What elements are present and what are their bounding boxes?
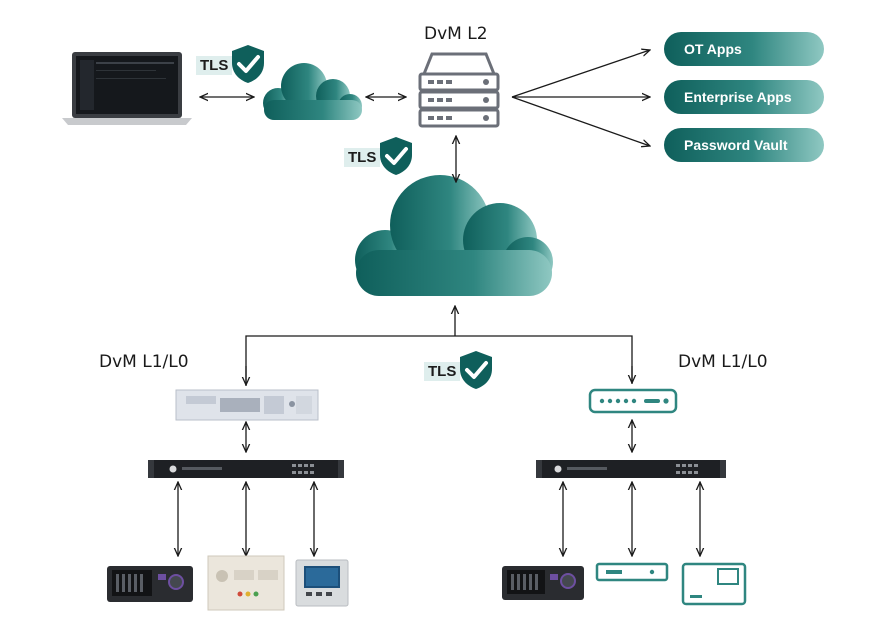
ethernet-switch-left	[148, 460, 344, 478]
edge-gateway-left	[175, 389, 319, 421]
edge-label-left: DvM L1/L0	[99, 352, 189, 372]
cloud-icon-small	[263, 63, 362, 120]
shield-check-icon	[232, 45, 264, 83]
tls-label: TLS	[424, 362, 461, 381]
tls-badge-1: TLS	[196, 44, 270, 88]
tls-badge-2: TLS	[344, 136, 418, 180]
app-pill-password-vault: Password Vault	[664, 128, 824, 162]
server-label: DvM L2	[424, 24, 488, 44]
tls-label: TLS	[196, 56, 233, 75]
bus-line	[245, 335, 633, 386]
protection-relay-3	[295, 559, 349, 607]
protection-relay-1	[107, 566, 193, 602]
app-pill-enterprise: Enterprise Apps	[664, 80, 824, 114]
rack-device-icon	[595, 562, 669, 582]
protection-relay-4	[502, 566, 584, 600]
edge-gateway-right	[588, 388, 678, 414]
tls-label: TLS	[344, 148, 381, 167]
display-panel-icon	[681, 562, 747, 606]
shield-check-icon	[460, 351, 492, 389]
link-server-ot	[511, 50, 650, 98]
shield-check-icon	[380, 137, 412, 175]
link-server-vault	[511, 96, 650, 146]
ethernet-switch-right	[536, 460, 726, 478]
app-pill-ot: OT Apps	[664, 32, 824, 66]
tls-badge-3: TLS	[424, 350, 498, 394]
cloud-icon-large	[355, 175, 553, 296]
laptop-icon	[62, 52, 192, 125]
protection-relay-2	[207, 555, 285, 611]
server-icon	[418, 52, 500, 128]
edge-label-right: DvM L1/L0	[678, 352, 768, 372]
